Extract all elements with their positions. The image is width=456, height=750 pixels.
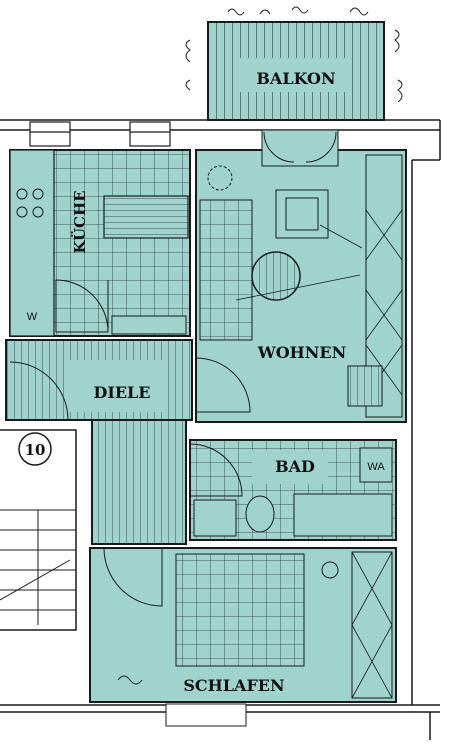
- top-windows: [29, 121, 171, 147]
- washer-label: WA: [367, 461, 385, 473]
- staircase-number: 10: [25, 441, 46, 459]
- bedroom: [89, 547, 397, 727]
- staircase-number-badge: [18, 432, 52, 466]
- kitchen: [9, 149, 191, 337]
- bathroom-label: BAD: [275, 457, 315, 476]
- kitchen-counter-label: W: [27, 311, 38, 323]
- bedroom-label: SCHLAFEN: [183, 676, 284, 695]
- balcony: [185, 6, 403, 121]
- living-room: [195, 129, 407, 423]
- living-room-label: WOHNEN: [257, 343, 346, 362]
- hallway: [5, 339, 193, 545]
- balcony-label: BALKON: [256, 69, 335, 88]
- staircase: [0, 429, 77, 631]
- bathroom: [189, 439, 397, 541]
- kitchen-label: KÜCHE: [70, 190, 89, 253]
- hallway-label: DIELE: [94, 383, 151, 402]
